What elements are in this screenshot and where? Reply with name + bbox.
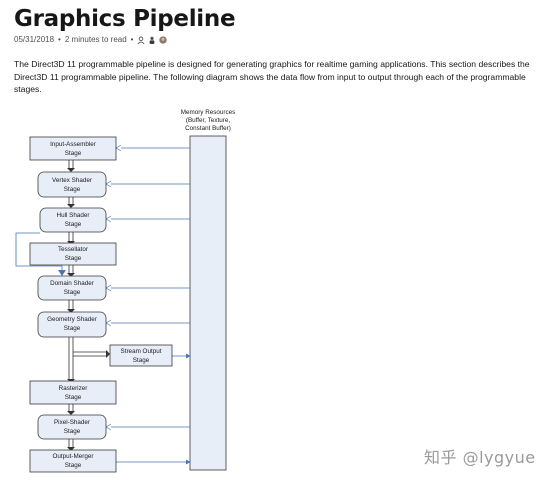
stage-label: Rasterizer [59, 385, 88, 392]
stage-label: Stage [65, 394, 82, 401]
stage-geometry-shader[interactable]: Geometry Shader Stage [37, 311, 107, 338]
stage-tessellator[interactable]: Tessellator Stage [29, 242, 117, 266]
publish-date: 05/31/2018 [14, 35, 55, 44]
stage-label: Stage [65, 462, 82, 469]
stage-label: Geometry Shader [47, 316, 97, 323]
stage-domain-shader[interactable]: Domain Shader Stage [37, 275, 107, 301]
memory-connectors [106, 148, 191, 465]
stage-pixel-shader[interactable]: Pixel-Shader Stage [37, 414, 107, 440]
flow-connectors [68, 160, 108, 449]
contributor-avatar-icon[interactable] [159, 35, 168, 44]
hull-to-domain-arrowhead [58, 270, 66, 276]
stage-rasterizer[interactable]: Rasterizer Stage [29, 380, 117, 405]
stage-vertex-shader[interactable]: Vertex Shader Stage [37, 171, 107, 198]
stage-label: Hull Shader [57, 212, 90, 219]
stage-label: Stage [65, 255, 82, 262]
stage-label: Input-Assembler [50, 141, 96, 148]
stage-output-merger[interactable]: Output-Merger Stage [29, 449, 117, 473]
stage-hull-shader[interactable]: Hull Shader Stage [39, 207, 107, 233]
page-title: Graphics Pipeline [14, 6, 236, 32]
hull-to-domain-connector [15, 232, 63, 273]
memory-label-line: Memory Resources [181, 109, 236, 116]
stage-label: Stage [64, 428, 81, 435]
stage-stream-output[interactable]: Stream Output Stage [109, 344, 173, 367]
stage-label: Output-Merger [53, 453, 94, 460]
article-metadata: 05/31/2018 • 2 minutes to read • [14, 35, 168, 44]
stage-label: Pixel-Shader [54, 419, 90, 426]
meta-separator: • [130, 35, 134, 44]
meta-separator: • [58, 35, 61, 44]
stage-label: Stage [65, 221, 82, 228]
stage-label: Stage [64, 289, 81, 296]
stage-label: Tessellator [58, 246, 88, 253]
stage-input-assembler[interactable]: Input-Assembler Stage [29, 136, 117, 161]
stage-label: Vertex Shader [52, 177, 92, 184]
stage-label: Stage [64, 186, 81, 193]
stage-label: Stage [65, 150, 82, 157]
stage-label: Stream Output [121, 348, 162, 355]
memory-resources: Memory Resources (Buffer, Texture, Const… [181, 109, 236, 471]
stage-label: Stage [64, 325, 81, 332]
contributor-avatar-icon[interactable] [148, 36, 156, 44]
stage-label: Stage [133, 357, 150, 364]
read-time: 2 minutes to read [64, 35, 127, 44]
intro-paragraph: The Direct3D 11 programmable pipeline is… [14, 59, 530, 95]
memory-label-line: (Buffer, Texture, [186, 117, 230, 124]
contributor-avatar-icon[interactable] [137, 36, 145, 44]
watermark: 知乎 @lygyue [424, 448, 536, 467]
memory-resources-bar [189, 135, 227, 471]
stage-label: Domain Shader [50, 280, 94, 287]
memory-label-line: Constant Buffer) [185, 125, 231, 132]
